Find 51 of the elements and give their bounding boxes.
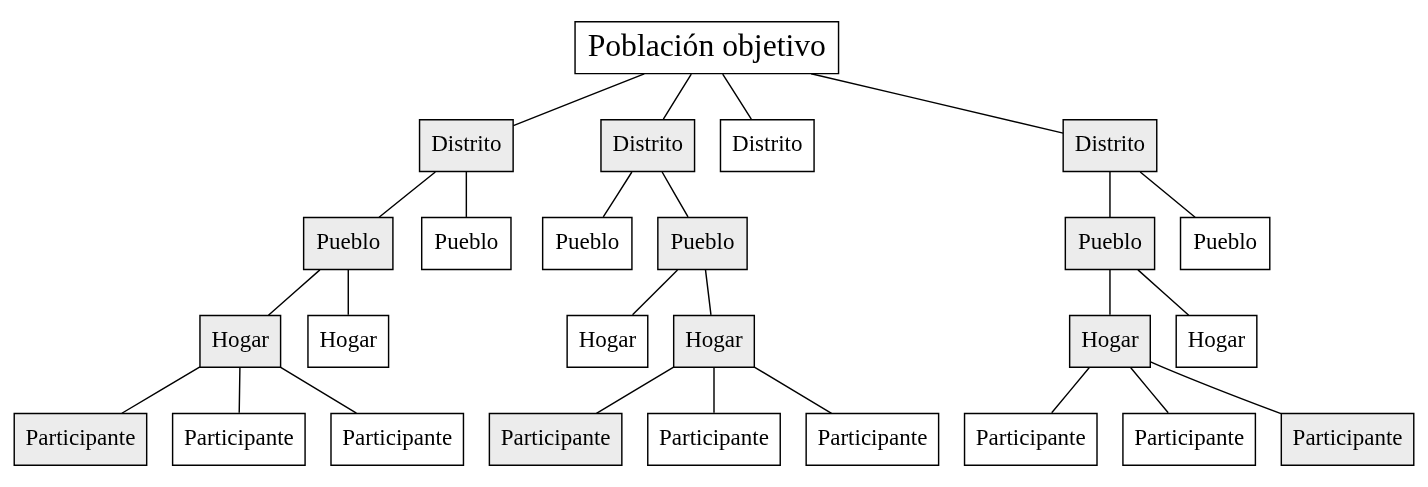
connector <box>595 366 675 415</box>
connector <box>631 269 679 316</box>
node-box: Distrito <box>1062 118 1158 173</box>
connector <box>810 73 1064 134</box>
connector <box>347 269 349 316</box>
connector <box>662 73 692 120</box>
connector <box>279 366 358 414</box>
connector <box>1109 171 1111 218</box>
connector <box>121 366 201 414</box>
connector <box>704 269 712 316</box>
node-box: Hogar <box>672 314 756 369</box>
connector <box>1109 269 1111 316</box>
node-box: Participante <box>330 412 465 466</box>
node-box: Participante <box>171 412 306 466</box>
node-box: Hogar <box>1175 314 1258 369</box>
node-box: Participante <box>1122 412 1257 466</box>
node-box: Pueblo <box>421 216 512 271</box>
node-box: Hogar <box>307 314 390 369</box>
connector <box>1130 367 1169 414</box>
connector <box>1051 367 1090 414</box>
node-box: Pueblo <box>1179 216 1271 271</box>
connector <box>602 171 633 218</box>
connector <box>1149 361 1282 415</box>
node-box: Participante <box>963 412 1098 466</box>
connector <box>1139 171 1196 218</box>
node-box: Distrito <box>418 118 514 173</box>
node-box: Pueblo <box>657 216 748 271</box>
node-box: Participante <box>488 412 623 466</box>
node-box: Hogar <box>199 314 282 369</box>
connector <box>1137 269 1190 316</box>
connector <box>512 73 645 127</box>
node-box: Pueblo <box>302 216 394 271</box>
node-box: Hogar <box>1068 314 1151 369</box>
connector <box>753 366 833 415</box>
connector <box>713 367 715 414</box>
node-box: Población objetivo <box>574 21 840 75</box>
node-box: Participante <box>1280 412 1415 466</box>
connector <box>267 269 321 316</box>
node-box: Distrito <box>600 118 696 173</box>
node-box: Pueblo <box>541 216 633 271</box>
connector <box>465 171 468 218</box>
connector <box>661 171 689 218</box>
connector <box>238 367 241 414</box>
connector <box>722 73 752 120</box>
node-box: Participante <box>13 412 148 466</box>
node-box: Participante <box>805 412 940 466</box>
node-box: Pueblo <box>1064 216 1156 271</box>
node-box: Distrito <box>719 118 815 173</box>
connector <box>378 171 437 218</box>
node-box: Hogar <box>566 314 649 369</box>
node-box: Participante <box>647 412 781 466</box>
